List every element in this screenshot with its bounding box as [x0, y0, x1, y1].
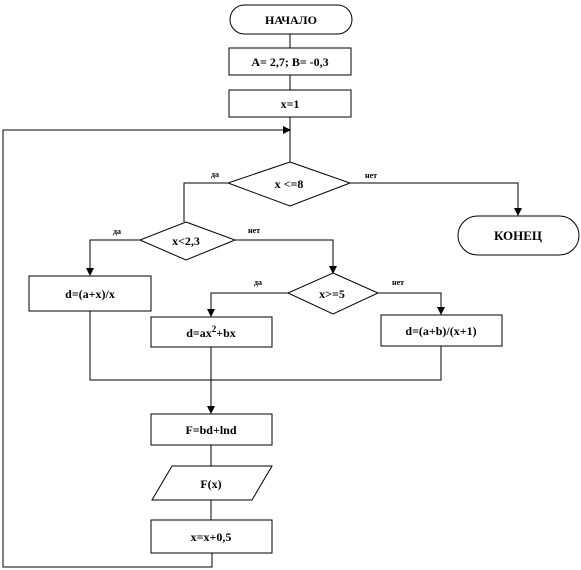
- x23-yes-label: да: [113, 227, 121, 236]
- end-node: КОНЕЦ: [457, 215, 580, 256]
- connector-x23-no: [235, 239, 337, 274]
- x23-decision-label: x<2,3: [172, 234, 200, 248]
- branch-labels: да нет да нет да нет: [113, 170, 404, 287]
- loop-yes-label: да: [211, 170, 219, 179]
- start-label: НАЧАЛО: [265, 13, 317, 27]
- init-node: A= 2,7; B= -0,3: [228, 47, 352, 76]
- x23-decision: x<2,3: [138, 221, 237, 261]
- x23-no-label: нет: [248, 226, 260, 235]
- d-second-tail: +bx: [216, 326, 236, 340]
- d-second-node: d=ax2+bx: [150, 316, 273, 348]
- d-second-sup: 2: [212, 324, 217, 334]
- connector-loop-no: [350, 182, 522, 216]
- d-second-base: d=ax: [186, 326, 212, 340]
- step-node: x=x+0,5: [150, 519, 273, 554]
- d-first-node: d=(a+x)/x: [28, 275, 152, 312]
- loop-decision-label: x <=8: [275, 177, 304, 191]
- x-init-node: x=1: [228, 89, 352, 118]
- x5-no-label: нет: [392, 278, 404, 287]
- connectors: [2, 34, 522, 568]
- x-init-label: x=1: [281, 97, 300, 111]
- f-calc-node: F=bd+lnd: [150, 413, 273, 446]
- loop-decision: x <=8: [226, 161, 352, 207]
- x5-decision: x>=5: [286, 272, 380, 315]
- init-label: A= 2,7; B= -0,3: [251, 55, 328, 69]
- loop-no-label: нет: [365, 171, 377, 180]
- connector-dfirst-merge: [89, 311, 442, 381]
- connector-loop-back: [2, 126, 291, 568]
- connector-x5-no: [378, 292, 445, 315]
- output-label: F(x): [200, 477, 221, 491]
- connector-loop-yes: [183, 182, 228, 222]
- d-first-label: d=(a+x)/x: [65, 287, 115, 301]
- x5-yes-label: да: [254, 278, 262, 287]
- connector-x23-yes: [86, 239, 140, 276]
- end-label: КОНЕЦ: [494, 228, 542, 243]
- d-third-label: d=(a+b)/(x+1): [405, 324, 476, 338]
- output-node: F(x): [151, 465, 273, 501]
- d-second-label: d=ax2+bx: [186, 324, 236, 340]
- f-calc-label: F=bd+lnd: [185, 423, 236, 437]
- start-node: НАЧАЛО: [229, 4, 353, 35]
- d-third-node: d=(a+b)/(x+1): [380, 314, 503, 347]
- x5-decision-label: x>=5: [319, 287, 345, 301]
- connector-x5-yes: [207, 292, 288, 317]
- step-label: x=x+0,5: [191, 530, 232, 544]
